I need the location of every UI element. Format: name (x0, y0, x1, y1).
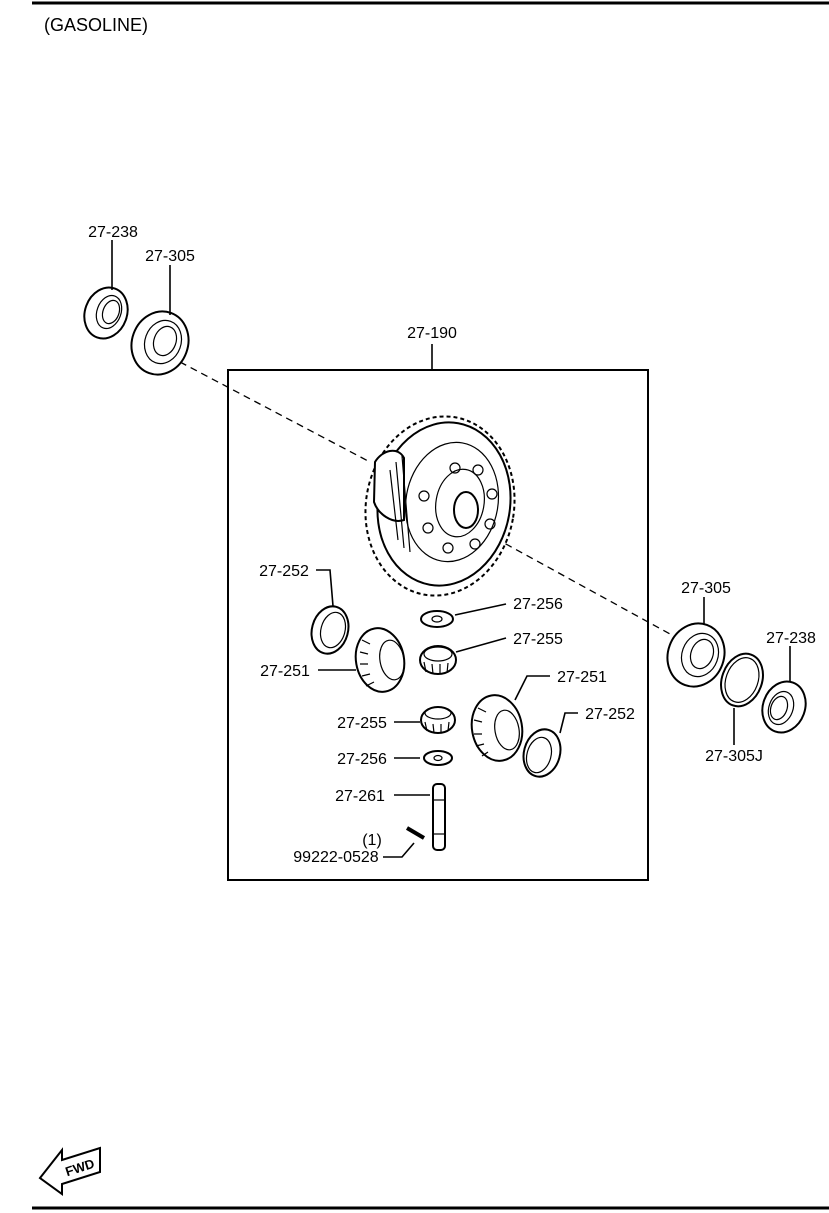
side-gear-left-part (354, 627, 406, 693)
callout-bearing-seal-left: 27-238 (88, 224, 138, 241)
callout-bearing-right: 27-305 (681, 580, 731, 597)
pinion-gear-top-part (419, 645, 457, 675)
pinion-gear-bottom-part (420, 706, 456, 734)
callout-side-washer-left: 27-252 (259, 563, 309, 580)
callout-pinion-washer-top: 27-256 (513, 596, 563, 613)
side-washer-right-part (522, 728, 562, 778)
callout-pinion-washer-bottom: 27-256 (337, 751, 387, 768)
leader-washer-top (454, 603, 507, 616)
shim-right-part (720, 652, 764, 708)
callout-side-washer-right: 27-252 (585, 706, 635, 723)
pinion-shaft-part (432, 783, 446, 851)
callout-bearing-left: 27-305 (145, 248, 195, 265)
leader-washer-left (316, 569, 334, 607)
callout-pinion-gear-top: 27-255 (513, 631, 563, 648)
bearing-right-part (666, 622, 726, 688)
assembly-box (227, 369, 649, 881)
callout-pin-part: 99222-0528 (293, 849, 379, 866)
side-gear-right-part (470, 694, 524, 762)
roll-pin-part (405, 826, 426, 840)
leader-washer-right (559, 712, 578, 734)
leader-pinion-top (455, 637, 507, 653)
pinion-washer-bottom-part (423, 750, 453, 766)
differential-case-part (364, 415, 516, 597)
page-title: (GASOLINE) (44, 15, 148, 35)
bearing-left-part (130, 310, 190, 376)
callout-pinion-shaft: 27-261 (335, 788, 385, 805)
callout-assembly: 27-190 (407, 325, 457, 342)
axis-line-right (494, 537, 671, 635)
leader-side-gear-right (514, 675, 550, 701)
seal-left-part (83, 286, 129, 340)
seal-right-part (761, 680, 807, 734)
axis-line-left (179, 361, 371, 463)
callout-bearing-seal-right: 27-238 (766, 630, 816, 647)
pinion-washer-top-part (420, 610, 454, 628)
callout-side-gear-left: 27-251 (260, 663, 310, 680)
side-washer-left-part (310, 605, 350, 655)
callout-side-gear-right: 27-251 (557, 669, 607, 686)
fwd-arrow-icon: FWD (38, 1146, 101, 1196)
callout-pinion-gear-bottom: 27-255 (337, 715, 387, 732)
leader-pin (383, 842, 415, 858)
callout-shim-right: 27-305J (705, 748, 763, 765)
callout-pin-qty: (1) (362, 832, 382, 849)
